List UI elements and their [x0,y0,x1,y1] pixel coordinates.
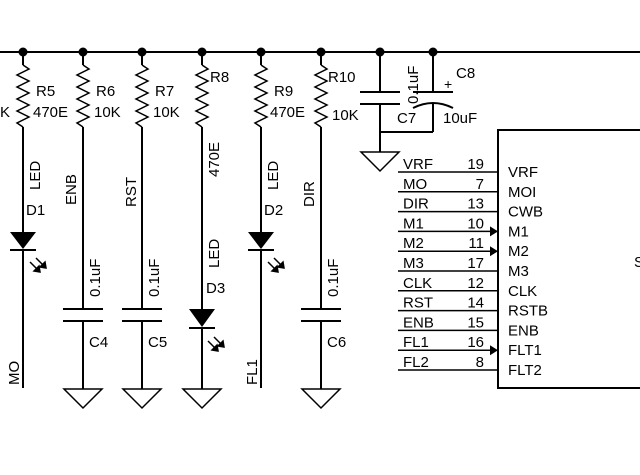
d1-ref: D1 [26,202,45,219]
bus-pin-number: 15 [467,314,484,331]
chip-pin-label: FLT1 [508,342,542,359]
r8-value: 470E [206,142,223,177]
column-r6-c4: R6 10K ENB 0.1uF C4 [63,52,121,409]
r6-ref: R6 [96,83,115,100]
bus-net-label: CLK [403,275,432,292]
chip-pin-label: RSTB [508,303,548,320]
net-label-mo: MO [6,361,23,385]
r10-ref: R10 [328,69,356,86]
chip-pin-label: CWB [508,204,543,221]
chip-pin-label: M1 [508,223,529,240]
partial-resistor-value: K [0,104,10,121]
decoupling-capacitors: 0.1uF C7 C8 + 10uF [360,52,477,172]
c5-value: 0.1uF [146,259,163,297]
c8-polarity: + [444,76,452,92]
d3-type: LED [206,239,223,268]
chip-pin-label: M2 [508,243,529,260]
bus-pin-number: 10 [467,215,484,232]
bus-pin-number: 7 [476,176,484,193]
chip-pin-label: VRF [508,164,538,181]
chip-pin-label: ENB [508,322,539,339]
r10-value: 10K [332,107,359,124]
chip-pin-label: FLT2 [508,362,542,379]
r9-value: 470E [270,104,305,121]
bus-net-label: DIR [403,196,429,213]
net-label-fl1: FL1 [244,359,261,385]
d3-ref: D3 [206,280,225,297]
d2-type: LED [265,161,282,190]
bus-net-label: VRF [403,156,433,173]
bus-pin-number: 12 [467,275,484,292]
pin-direction-arrow [490,226,498,237]
net-label-dir: DIR [301,181,318,207]
bus-pin-number: 17 [467,255,484,272]
net-label-rst: RST [123,177,140,207]
column-r9-d2: R9 470E LED D2 FL1 [244,52,305,388]
d2-ref: D2 [264,202,283,219]
bus-pin-number: 19 [467,156,484,173]
pin-direction-arrow [490,246,498,257]
chip-pin-label: MOI [508,184,536,201]
bus-net-label: M2 [403,235,424,252]
net-label-enb: ENB [63,174,80,205]
bus-net-label: FL2 [403,354,429,371]
r8-ref: R8 [210,69,229,86]
bus-pin-number: 11 [468,235,484,252]
bus-net-label: FL1 [403,334,429,351]
r9-ref: R9 [274,83,293,100]
bus-pin-number: 14 [467,295,484,312]
column-r7-c5: R7 10K RST 0.1uF C5 [122,52,180,409]
bus-pin-number: 8 [476,354,484,371]
r7-value: 10K [153,104,180,121]
c5-ref: C5 [148,334,167,351]
chip-pin-label: M3 [508,263,529,280]
c6-value: 0.1uF [325,259,342,297]
driver-ic-body [497,129,640,389]
pin-direction-arrow [490,345,498,356]
column-r5-d1: R5 470E LED D1 MO [6,52,68,388]
column-r8-d3: R8 470E LED D3 [182,52,229,409]
c4-ref: C4 [89,334,108,351]
bus-net-label: M3 [403,255,424,272]
r7-ref: R7 [155,83,174,100]
r5-ref: R5 [36,83,55,100]
r6-value: 10K [94,104,121,121]
bus-net-label: RST [403,295,433,312]
bus-net-label: ENB [403,314,434,331]
c8-value: 10uF [443,110,477,127]
column-r10-c6: R10 10K DIR 0.1uF C6 [301,52,359,409]
bus-pin-number: 16 [467,334,484,351]
d1-type: LED [27,161,44,190]
bus-net-label: M1 [403,215,424,232]
c7-ref: C7 [397,110,416,127]
chip-partial-label: S [634,254,640,271]
chip-pin-label: CLK [508,283,537,300]
c8-ref: C8 [456,65,475,82]
bus-pin-number: 13 [467,196,484,213]
c6-ref: C6 [327,334,346,351]
c7-value: 0.1uF [405,66,422,104]
r5-value: 470E [33,104,68,121]
bus-net-label: MO [403,176,427,193]
c4-value: 0.1uF [87,259,104,297]
